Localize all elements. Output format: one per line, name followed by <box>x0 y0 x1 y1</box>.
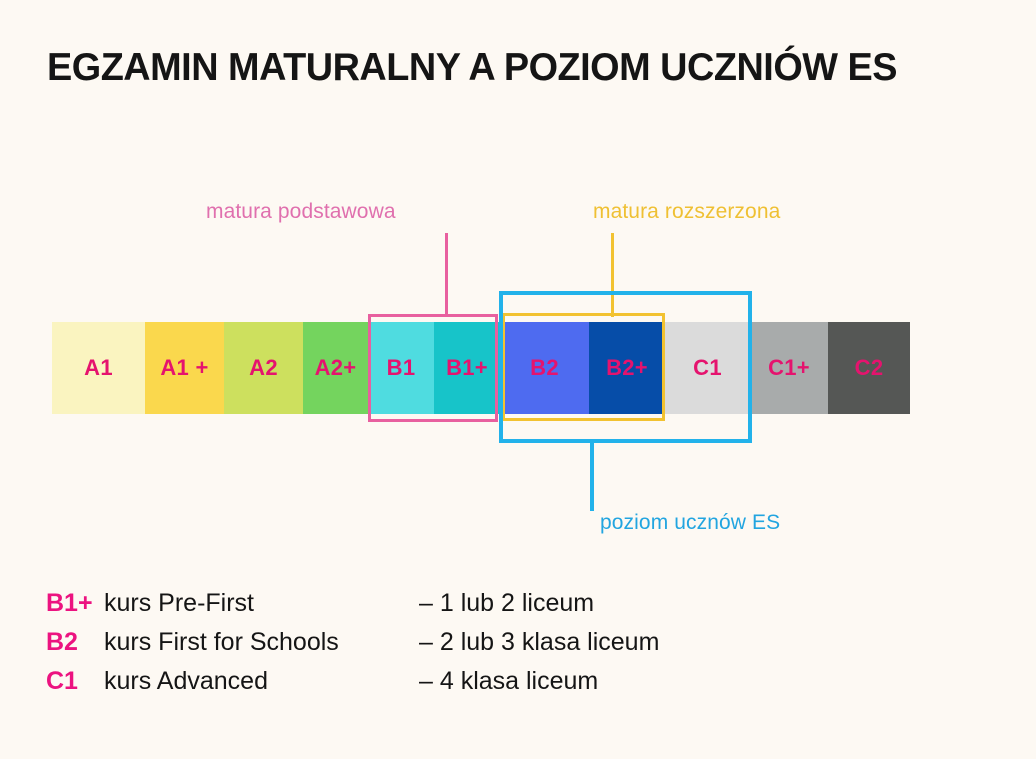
connector-line-poziom-es <box>590 441 594 511</box>
highlight-box-matura-rozszerzona <box>502 313 665 421</box>
legend-grade: – 2 lub 3 klasa liceum <box>419 628 660 656</box>
scale-segment-label: A1 <box>84 355 113 380</box>
legend-level: B1+ <box>46 589 93 617</box>
legend-level: B2 <box>46 628 78 656</box>
scale-segment-label: C1+ <box>768 355 810 380</box>
page-title: EGZAMIN MATURALNY A POZIOM UCZNIÓW ES <box>47 46 898 89</box>
cefr-scale-bar: A1 A1 + A2 A2+ B1 B1+ B2 B2+ C1 C1+ C2 <box>52 322 910 414</box>
scale-segment-label: B1 <box>386 355 416 380</box>
scale-segment-label: C2 <box>854 355 884 380</box>
scale-segment-a1: A1 <box>52 322 145 414</box>
scale-segment-label: B1+ <box>446 355 488 380</box>
scale-segment-label: B2 <box>530 355 559 380</box>
legend-row: C1 kurs Advanced – 4 klasa liceum <box>46 667 806 706</box>
scale-segment-label: A2+ <box>314 355 357 380</box>
scale-segment-a2: A2+ <box>303 322 368 414</box>
annotation-label-poziom-es: poziom ucznów ES <box>600 511 781 534</box>
legend-row: B2 kurs First for Schools – 2 lub 3 klasa … <box>46 628 806 667</box>
highlight-box-matura-podstawowa <box>368 314 498 422</box>
legend-course: kurs Pre-First <box>104 589 254 617</box>
scale-segment-b2: B2 <box>500 322 589 414</box>
scale-segment-a1: A1 + <box>145 322 224 414</box>
scale-segment-c2: C2 <box>828 322 910 414</box>
scale-segment-a2: A2 <box>224 322 303 414</box>
scale-segment-c1: C1 <box>665 322 750 414</box>
scale-segment-label: C1 <box>693 355 722 380</box>
scale-segment-b1: B1 <box>368 322 434 414</box>
legend-course: kurs First for Schools <box>104 628 339 656</box>
connector-line-matura-rozszerzona <box>611 233 614 317</box>
connector-line-matura-podstawowa <box>445 233 448 317</box>
scale-segment-label: A1 + <box>160 355 209 380</box>
scale-segment-label: B2+ <box>606 355 648 380</box>
legend-row: B1+ kurs Pre-First – 1 lub 2 liceum <box>46 589 806 628</box>
annotation-label-matura-podstawowa: matura podstawowa <box>206 200 396 223</box>
scale-segment-label: A2 <box>249 355 278 380</box>
scale-segment-b2: B2+ <box>589 322 665 414</box>
legend-grade: – 1 lub 2 liceum <box>419 589 595 617</box>
legend-course: kurs Advanced <box>104 667 268 695</box>
highlight-box-poziom-es <box>499 291 752 443</box>
scale-segment-b1: B1+ <box>434 322 500 414</box>
scale-segment-c1: C1+ <box>750 322 828 414</box>
legend-level: C1 <box>46 667 78 695</box>
annotation-label-matura-rozszerzona: matura rozszerzona <box>593 200 781 223</box>
legend-grade: – 4 klasa liceum <box>419 667 599 695</box>
